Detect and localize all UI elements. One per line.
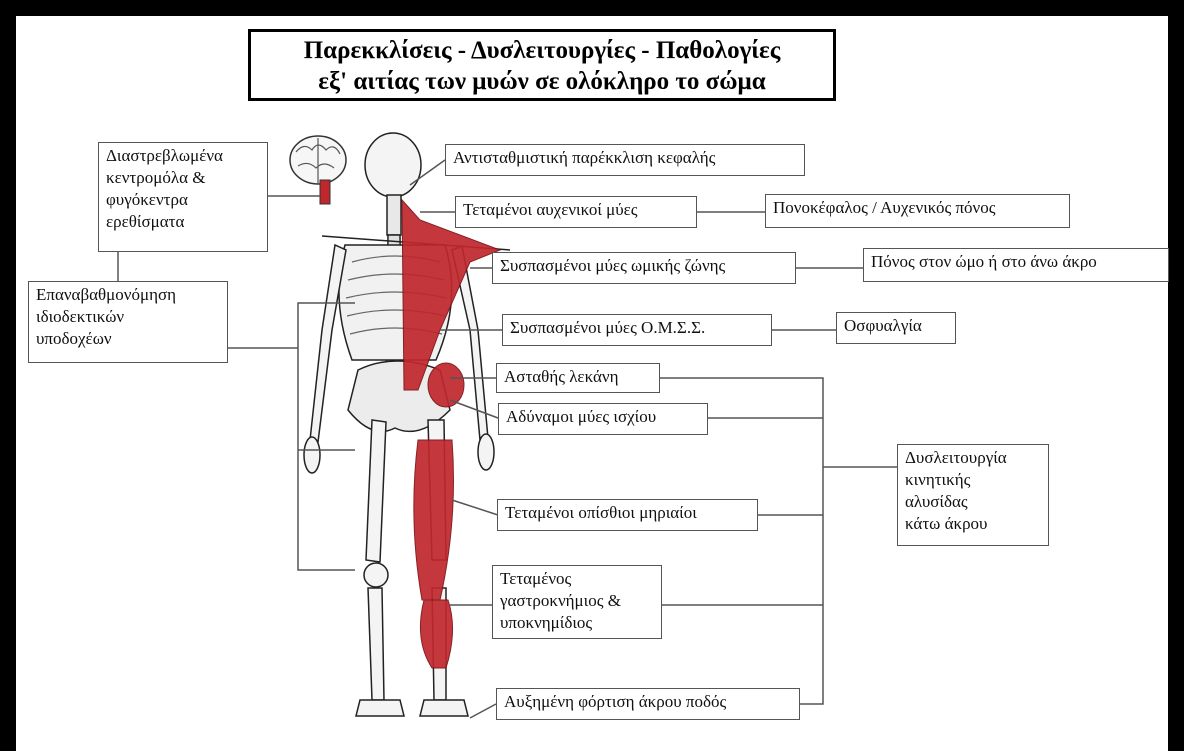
- headache-label: Πονοκέφαλος / Αυχενικός πόνος: [773, 198, 995, 217]
- hip-muscles-box: Αδύναμοι μύες ισχίου: [498, 403, 708, 435]
- kinetic-line: αλυσίδας: [905, 491, 1041, 513]
- title-line-2: εξ' αιτίας των μυών σε ολόκληρο το σώμα: [251, 66, 833, 97]
- brain-line: ερεθίσματα: [106, 211, 260, 233]
- low-back-pain-label: Οσφυαλγία: [844, 316, 922, 335]
- diagram-title: Παρεκκλίσεις - Δυσλειτουργίες - Παθολογί…: [248, 29, 836, 101]
- brain-line: κεντρομόλα &: [106, 167, 260, 189]
- brain-icon: [290, 136, 346, 204]
- calf-muscles-box: Τεταμένος γαστροκνήμιος & υποκνημίδιος: [492, 565, 662, 639]
- proprio-line: ιδιοδεκτικών: [36, 306, 220, 328]
- neck-muscles-box: Τεταμένοι αυχενικοί μύες: [455, 196, 697, 228]
- lumbar-label: Συσπασμένοι μύες Ο.Μ.Σ.Σ.: [510, 318, 705, 337]
- shoulder-pain-box: Πόνος στον ώμο ή στο άνω άκρο: [863, 248, 1169, 282]
- neck-label: Τεταμένοι αυχενικοί μύες: [463, 200, 638, 219]
- title-line-1: Παρεκκλίσεις - Δυσλειτουργίες - Παθολογί…: [251, 35, 833, 66]
- shoulder-pain-label: Πόνος στον ώμο ή στο άνω άκρο: [871, 252, 1097, 271]
- calf-line: υποκνημίδιος: [500, 612, 654, 634]
- forefoot-load-box: Αυξημένη φόρτιση άκρου ποδός: [496, 688, 800, 720]
- lumbar-muscles-box: Συσπασμένοι μύες Ο.Μ.Σ.Σ.: [502, 314, 772, 346]
- hamstrings-label: Τεταμένοι οπίσθιοι μηριαίοι: [505, 503, 697, 522]
- foot-label: Αυξημένη φόρτιση άκρου ποδός: [504, 692, 726, 711]
- pelvis-label: Ασταθής λεκάνη: [504, 367, 618, 386]
- kinetic-chain-box: Δυσλειτουργία κινητικής αλυσίδας κάτω άκ…: [897, 444, 1049, 546]
- proprioception-box: Επαναβαθμονόμηση ιδιοδεκτικών υποδοχέων: [28, 281, 228, 363]
- proprio-line: Επαναβαθμονόμηση: [36, 284, 220, 306]
- brain-line: φυγόκεντρα: [106, 189, 260, 211]
- shoulder-girdle-box: Συσπασμένοι μύες ωμικής ζώνης: [492, 252, 796, 284]
- kinetic-line: Δυσλειτουργία: [905, 447, 1041, 469]
- proprio-line: υποδοχέων: [36, 328, 220, 350]
- kinetic-line: κινητικής: [905, 469, 1041, 491]
- headache-box: Πονοκέφαλος / Αυχενικός πόνος: [765, 194, 1070, 228]
- shoulder-girdle-label: Συσπασμένοι μύες ωμικής ζώνης: [500, 256, 725, 275]
- calf-line: Τεταμένος: [500, 568, 654, 590]
- kinetic-line: κάτω άκρου: [905, 513, 1041, 535]
- brain-line: Διαστρεβλωμένα: [106, 145, 260, 167]
- hip-label: Αδύναμοι μύες ισχίου: [506, 407, 656, 426]
- low-back-pain-box: Οσφυαλγία: [836, 312, 956, 344]
- hamstrings-box: Τεταμένοι οπίσθιοι μηριαίοι: [497, 499, 758, 531]
- head-deviation-box: Αντισταθμιστική παρέκκλιση κεφαλής: [445, 144, 805, 176]
- head-label: Αντισταθμιστική παρέκκλιση κεφαλής: [453, 148, 715, 167]
- pelvis-box: Ασταθής λεκάνη: [496, 363, 660, 393]
- brain-stimuli-box: Διαστρεβλωμένα κεντρομόλα & φυγόκεντρα ε…: [98, 142, 268, 252]
- calf-line: γαστροκνήμιος &: [500, 590, 654, 612]
